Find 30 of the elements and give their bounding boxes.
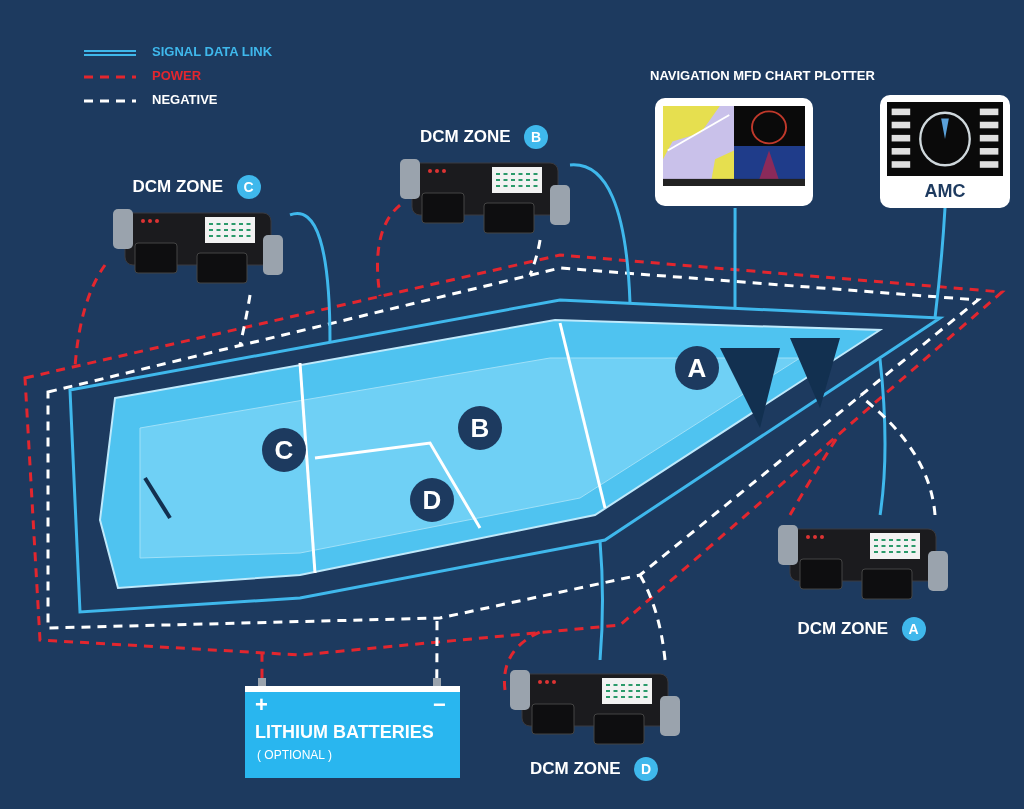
display-label: AMC: [923, 181, 967, 202]
zone-label: DCM ZONE: [420, 127, 511, 147]
zone-badge: A: [901, 617, 926, 641]
legend-label: POWER: [152, 68, 202, 83]
connector-line: [503, 630, 541, 691]
battery-label: LITHIUM BATTERIES: [255, 722, 434, 743]
zone-badge: D: [634, 757, 658, 781]
connector-line: [569, 163, 632, 304]
connector-line: [733, 208, 737, 308]
zone-badge: B: [524, 125, 548, 149]
legend-label: SIGNAL DATA LINK: [152, 44, 273, 59]
connector-line: [638, 574, 667, 661]
minus-sign: −: [433, 692, 446, 718]
legend-label: NEGATIVE: [152, 92, 218, 107]
connector-line: [238, 294, 252, 346]
connector-line: [528, 239, 542, 276]
connector-line: [376, 203, 402, 297]
connector-line: [933, 207, 947, 319]
connector-line: [598, 540, 604, 661]
connector-line: [435, 618, 439, 679]
connector-line: [878, 358, 887, 516]
zone-label: DCM ZONE: [797, 619, 889, 639]
zone-badge: C: [236, 175, 261, 199]
plus-sign: +: [255, 692, 268, 718]
connector-line: [260, 653, 264, 679]
zone-label: DCM ZONE: [530, 759, 621, 779]
connector-line: [859, 394, 937, 516]
zone-label: DCM ZONE: [132, 177, 224, 197]
display-heading: NAVIGATION MFD CHART PLOTTER: [650, 68, 875, 83]
battery-note: ( OPTIONAL ): [257, 748, 332, 762]
